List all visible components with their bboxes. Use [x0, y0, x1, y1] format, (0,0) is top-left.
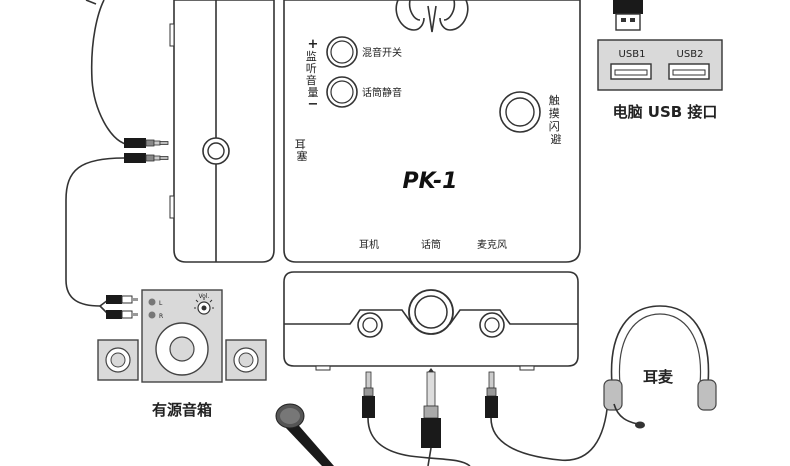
device-side-view: [169, 0, 275, 263]
rca-plugs: [99, 295, 138, 319]
mix-switch-button[interactable]: [326, 36, 358, 68]
speaker-caption: 有源音箱: [152, 401, 212, 419]
plug-microphone: [485, 371, 498, 418]
headset-label: 耳麦: [643, 368, 674, 386]
headphone-cable: [85, 0, 127, 145]
usb-ports-panel: USB1 USB2: [597, 39, 723, 91]
device-bottom-view: [283, 271, 579, 371]
usb2-port[interactable]: [668, 63, 710, 80]
handheld-microphone: [275, 403, 334, 466]
active-speakers: L R Vol.: [97, 289, 267, 383]
earplug-label: 耳 塞: [295, 138, 310, 163]
mix-switch-label: 混音开关: [362, 46, 402, 59]
mic-mute-label: 话筒静音: [362, 86, 402, 99]
speaker-r-label: R: [159, 313, 163, 320]
plug-headphone: [362, 371, 375, 418]
touch-duck-label: 触 摸 闪 避: [549, 93, 564, 146]
usb2-label: USB2: [677, 49, 704, 60]
speaker-right-satellite: [225, 339, 267, 381]
dual-35mm-plugs: [124, 138, 169, 163]
plug-large-mic: [421, 368, 441, 448]
volume-label: 监 听 音 量: [306, 50, 321, 99]
cable-headphone: [367, 417, 471, 466]
port-label-microphone: 麦克风: [477, 239, 507, 251]
touch-duck-button[interactable]: [499, 91, 541, 133]
usb1-label: USB1: [619, 49, 646, 60]
mic-jack-large: [408, 289, 454, 335]
speaker-vol-label: Vol.: [199, 293, 210, 300]
speaker-volume-knob[interactable]: [194, 298, 214, 315]
usb-plug: [613, 0, 643, 31]
model-name: PK-1: [403, 169, 458, 194]
mic-mute-button[interactable]: [326, 76, 358, 108]
port-label-mic: 话筒: [421, 238, 441, 251]
device-front-panel: + 监 听 音 量 − 耳 塞 混音开关 话筒静音: [283, 0, 581, 263]
usb1-port[interactable]: [610, 63, 652, 80]
speaker-subwoofer: L R Vol.: [141, 289, 223, 383]
speaker-l-label: L: [159, 300, 163, 307]
top-knob-cluster: [395, 0, 469, 33]
port-label-headphone: 耳机: [359, 238, 379, 251]
speaker-left-satellite: [97, 339, 139, 381]
speaker-cable: [65, 157, 125, 307]
volume-plus: +: [308, 37, 319, 52]
headphone-jack: [357, 312, 383, 338]
headset: [603, 305, 717, 429]
microphone-jack: [479, 312, 505, 338]
usb-caption: 电脑 USB 接口: [613, 103, 718, 121]
volume-minus: −: [308, 97, 319, 112]
cable-microphone: [490, 399, 609, 461]
cable-large-mic: [427, 447, 432, 466]
